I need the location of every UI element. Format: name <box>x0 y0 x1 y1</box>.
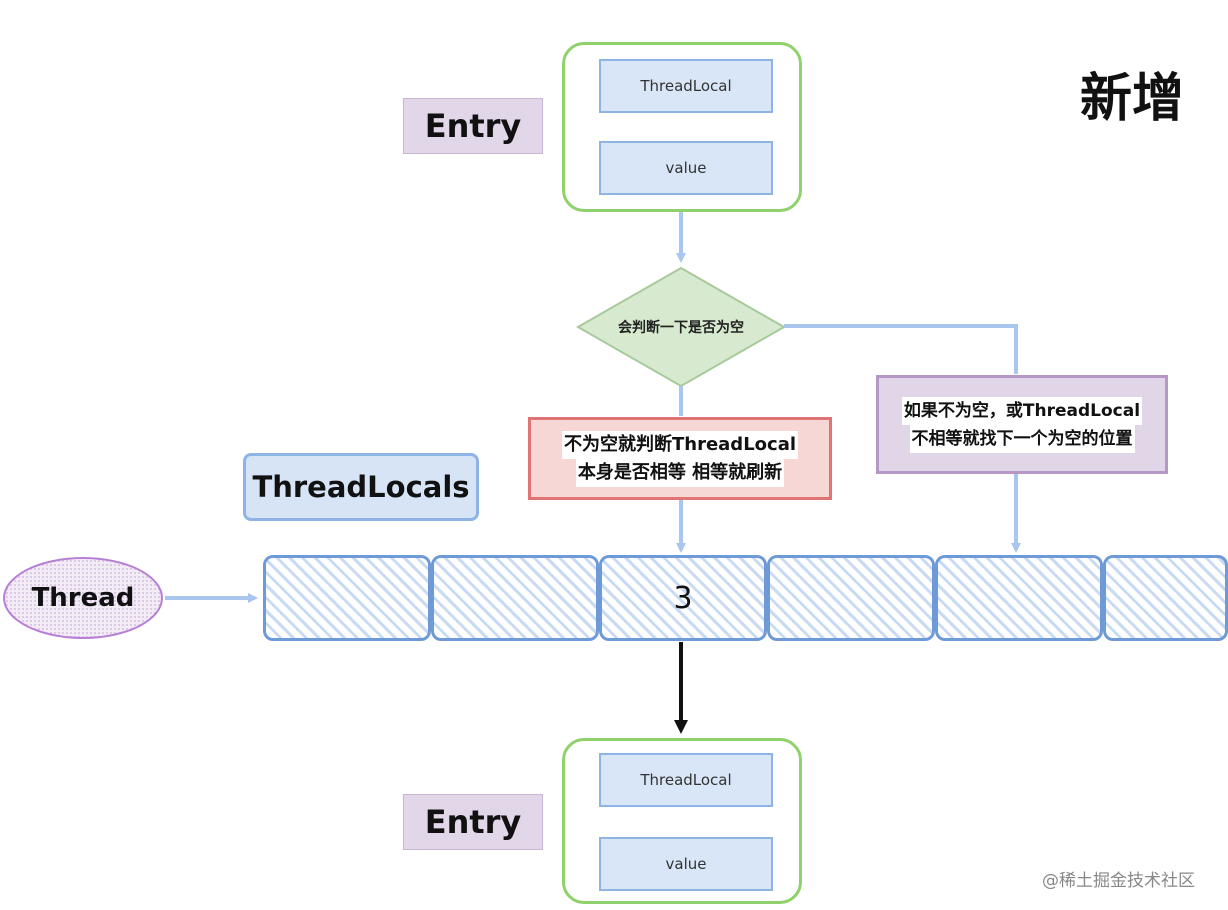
entry-box-bottom: ThreadLocal value <box>562 738 802 904</box>
entry-key-top: ThreadLocal <box>599 59 773 113</box>
arrow-decision-to-not-equal <box>784 324 1018 374</box>
watermark: @稀土掘金技术社区 <box>1042 871 1195 891</box>
entry-box-top: ThreadLocal value <box>562 42 802 212</box>
array-cell-value <box>938 558 1100 638</box>
array-cell <box>1103 555 1228 641</box>
array-cell <box>263 555 431 641</box>
array-cell <box>935 555 1103 641</box>
array-cell-value <box>266 558 428 638</box>
array-cell-value <box>434 558 596 638</box>
not-equal-box: 如果不为空，或ThreadLocal 不相等就找下一个为空的位置 <box>876 375 1168 474</box>
entry-value-bottom: value <box>599 837 773 891</box>
not-null-line-2: 本身是否相等 相等就刷新 <box>575 458 785 487</box>
array-cell <box>431 555 599 641</box>
array-cell-value: 3 <box>673 580 693 616</box>
not-null-box: 不为空就判断ThreadLocal 本身是否相等 相等就刷新 <box>528 417 832 500</box>
not-equal-line-2: 不相等就找下一个为空的位置 <box>909 424 1135 453</box>
array-cell-value <box>770 558 932 638</box>
entry-value-top: value <box>599 141 773 195</box>
not-equal-line-1: 如果不为空，或ThreadLocal <box>901 396 1143 425</box>
decision-text: 会判断一下是否为空 <box>618 320 744 336</box>
thread-node: Thread <box>3 557 163 639</box>
not-null-line-1: 不为空就判断ThreadLocal <box>561 430 799 459</box>
entry-label-top: Entry <box>403 98 543 154</box>
threadlocals-label: ThreadLocals <box>243 453 479 521</box>
page-title: 新增 <box>1080 69 1185 129</box>
array-cell <box>767 555 935 641</box>
entry-label-bottom: Entry <box>403 794 543 850</box>
array-cell-value <box>1106 558 1225 638</box>
entry-key-bottom: ThreadLocal <box>599 753 773 807</box>
array-cell: 3 <box>599 555 767 641</box>
